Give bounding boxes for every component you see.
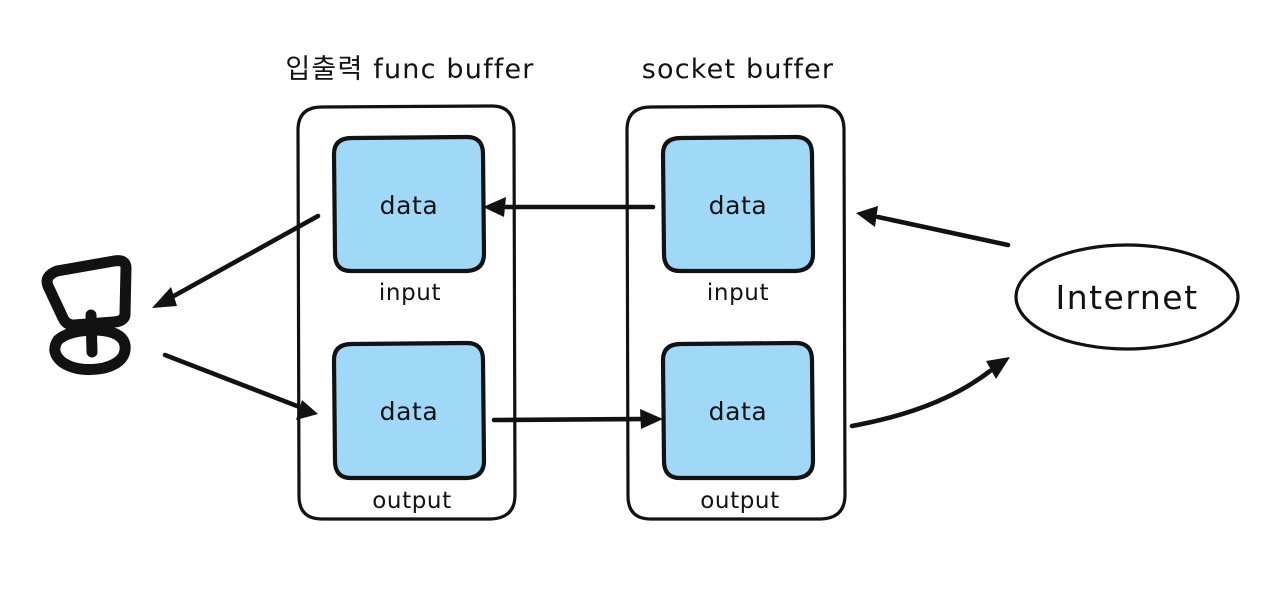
socket-buffer-output-box <box>660 340 816 481</box>
arrow-socket-input-to-func-input <box>483 197 656 217</box>
socket-buffer-output-slot[interactable]: data output <box>660 340 816 514</box>
right-container-title: socket buffer <box>642 54 834 85</box>
arrow-computer-to-func-output <box>162 352 318 420</box>
func-buffer-output-caption: output <box>372 488 451 514</box>
socket-buffer-input-box-label: data <box>709 191 768 220</box>
container-func-buffer[interactable]: data input data output <box>296 104 517 521</box>
func-buffer-input-slot[interactable]: data input <box>331 134 487 306</box>
socket-buffer-output-caption: output <box>700 488 779 514</box>
internet-ellipse <box>1014 243 1240 351</box>
func-buffer-input-caption: input <box>379 280 441 306</box>
socket-buffer-output-box-label: data <box>709 397 768 426</box>
computer-monitor-icon <box>41 255 132 375</box>
arrow-internet-to-socket-input <box>856 206 1011 248</box>
socket-buffer-input-box <box>660 134 816 274</box>
func-buffer-output-box <box>331 340 487 481</box>
arrow-func-output-to-socket-output <box>491 409 663 429</box>
internet-label: Internet <box>1055 278 1198 317</box>
func-buffer-input-box <box>331 134 487 274</box>
arrow-socket-output-to-internet <box>849 357 1010 429</box>
socket-buffer-input-caption: input <box>707 280 769 306</box>
func-buffer-output-box-label: data <box>380 397 439 426</box>
func-buffer-output-slot[interactable]: data output <box>331 340 487 514</box>
func-buffer-input-box-label: data <box>380 191 439 220</box>
socket-buffer-input-slot[interactable]: data input <box>660 134 816 306</box>
container-socket-buffer[interactable]: data input data output <box>625 104 847 521</box>
arrow-func-input-to-computer <box>152 213 321 308</box>
left-container-title: 입출력 func buffer <box>285 54 534 85</box>
internet-node[interactable]: Internet <box>1014 243 1240 351</box>
